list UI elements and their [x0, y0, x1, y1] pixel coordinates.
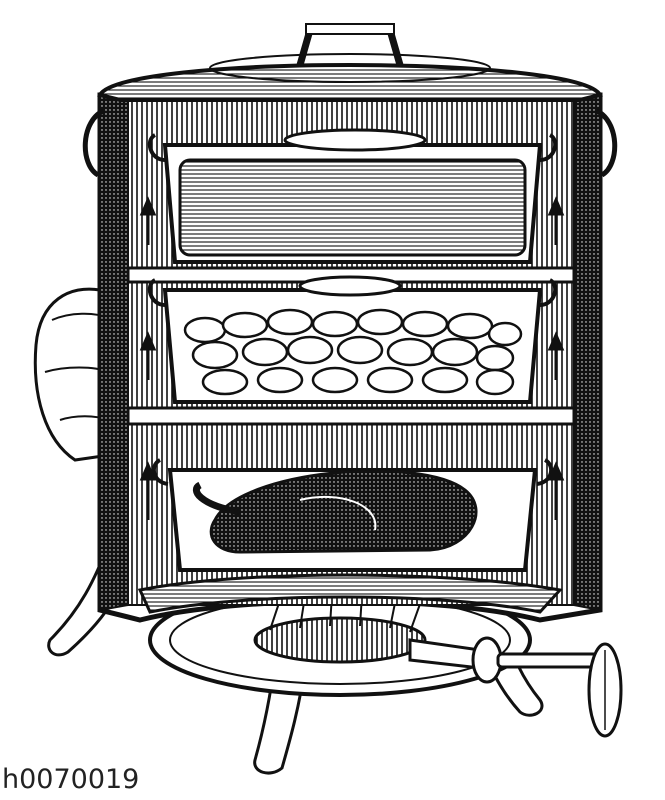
oven-floor: [137, 573, 563, 614]
side-handle-icon: [82, 107, 618, 178]
image-id-label: h0070019: [2, 764, 140, 795]
top-shelf-pan: [147, 128, 558, 264]
middle-shelf-pan: [147, 275, 558, 404]
oven-lid: [97, 53, 603, 102]
bottom-shelf-pan: [151, 458, 554, 572]
potatoes: [183, 308, 523, 396]
roast-bird: [192, 469, 478, 554]
burner-icon: [253, 593, 427, 664]
heat-arrow-icon: [139, 196, 565, 520]
lid-handle-icon: [296, 23, 404, 66]
gas-valve-icon: [408, 636, 623, 738]
shelf-dividers: [126, 266, 576, 426]
gas-cylinder: [33, 287, 112, 462]
bread-loaf: [178, 158, 527, 257]
